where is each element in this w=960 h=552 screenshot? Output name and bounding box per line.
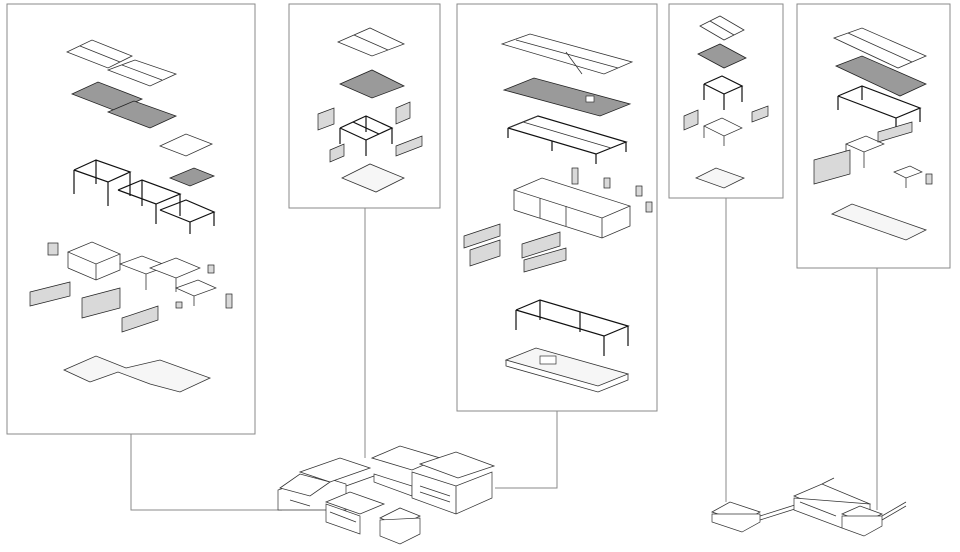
panel-5-windows (813, 121, 933, 185)
connector-lines (130, 198, 878, 511)
panel-1-windows (29, 281, 233, 333)
panel-3-timber-frame (507, 115, 628, 164)
panel-5-timber-frame (837, 85, 922, 132)
panel-4-floor-slab (694, 167, 746, 189)
panel-3-windows (463, 167, 653, 273)
panel-3-roof-structure (502, 77, 632, 117)
panel-2-roof-structure (339, 69, 405, 99)
panel-5-roof-cover (832, 27, 928, 69)
panel-2 (288, 3, 441, 209)
panel-3-concrete-frame (515, 299, 630, 356)
panel-1-roof-structure (70, 81, 216, 187)
panel-3-roof-cover (500, 33, 634, 75)
panel-4 (668, 3, 784, 199)
connector-panel-3 (495, 411, 558, 489)
panel-4-walls (683, 105, 769, 146)
connector-panel-1 (130, 434, 282, 511)
panel-5 (796, 3, 951, 269)
panel-3 (456, 3, 658, 412)
panel-5-floor-slab (830, 203, 928, 241)
panel-1-walls (47, 241, 217, 306)
panel-5-walls (845, 135, 923, 188)
east-wing-assembly (711, 477, 907, 537)
panel-2-windows (317, 101, 423, 163)
panel-4-roof-cover (699, 15, 745, 41)
panel-1-roof-cover (65, 39, 178, 87)
panel-4-roof-structure (697, 43, 747, 69)
panel-4-timber-frame (703, 75, 744, 110)
panel-3-walls (512, 177, 632, 239)
panel-2-roof-cover (336, 27, 406, 57)
panel-2-floor-slab (341, 163, 405, 193)
panel-2-timber-frame (339, 115, 394, 156)
panel-1-floor-slab (63, 355, 212, 393)
panel-5-roof-structure (834, 55, 927, 97)
panel-3-floor-slab (504, 347, 630, 393)
panel-1 (6, 3, 256, 435)
panel-1-timber-frame (73, 159, 216, 234)
main-complex-assembly (277, 445, 496, 545)
